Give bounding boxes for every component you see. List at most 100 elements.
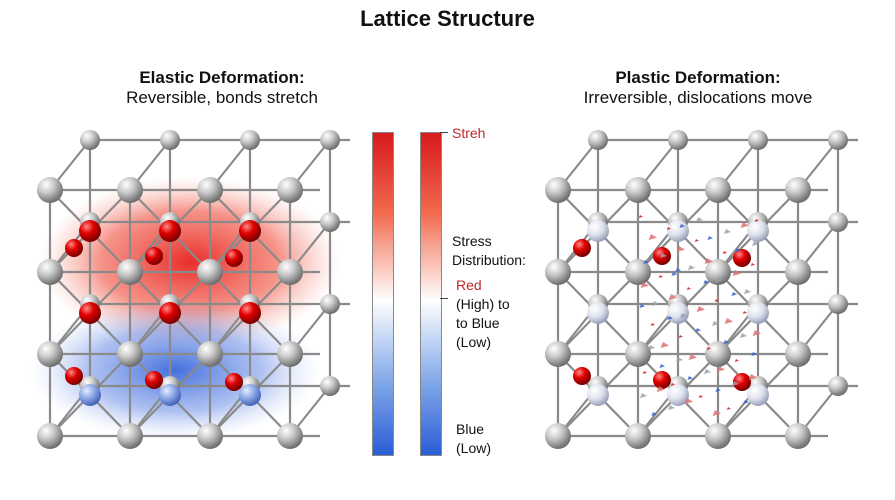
- atom: [587, 220, 609, 242]
- atom: [117, 259, 143, 285]
- atom: [587, 302, 609, 324]
- stress-color-scale: [420, 132, 442, 456]
- atom: [80, 130, 100, 150]
- fragment: [659, 364, 665, 368]
- fragment: [640, 282, 649, 288]
- atom: [828, 212, 848, 232]
- atom-red: [65, 367, 83, 385]
- fragment: [734, 359, 739, 362]
- atom-red: [733, 249, 751, 267]
- page-title: Lattice Structure: [360, 6, 535, 31]
- atom: [240, 130, 260, 150]
- atom: [197, 423, 223, 449]
- atom: [748, 130, 768, 150]
- fragment: [694, 239, 699, 242]
- fragment: [714, 299, 719, 302]
- fragment: [740, 222, 749, 228]
- fragment: [648, 345, 655, 350]
- atom: [277, 259, 303, 285]
- fragment: [648, 234, 657, 240]
- fragment: [638, 215, 643, 218]
- fragment: [707, 236, 713, 240]
- fragment: [670, 383, 675, 386]
- atom: [239, 384, 261, 406]
- fragment: [716, 366, 725, 372]
- fragment: [696, 217, 703, 222]
- atom: [79, 302, 101, 324]
- atom: [159, 302, 181, 324]
- fragment: [687, 376, 693, 380]
- fragment: [667, 316, 673, 320]
- atom: [785, 177, 811, 203]
- legend-top-label: Streh: [452, 125, 486, 141]
- atom: [705, 259, 731, 285]
- atom-red: [733, 373, 751, 391]
- atom: [320, 376, 340, 396]
- atom: [747, 302, 769, 324]
- legend-bottom-label: Blue (Low): [456, 421, 492, 456]
- atom: [667, 384, 689, 406]
- scale-tick-top: [440, 132, 448, 133]
- fragment: [676, 357, 683, 362]
- stress-color-bar: [372, 132, 394, 456]
- fragment: [703, 280, 709, 284]
- atom: [79, 220, 101, 242]
- atom: [587, 384, 609, 406]
- fragment: [752, 241, 759, 246]
- fragment: [750, 263, 755, 266]
- fragment: [678, 335, 683, 338]
- atom: [160, 130, 180, 150]
- atom: [159, 384, 181, 406]
- fragment: [660, 342, 669, 348]
- fragment: [731, 292, 737, 296]
- atom: [747, 384, 769, 406]
- fragment: [656, 386, 665, 392]
- atom: [37, 341, 63, 367]
- fragment: [695, 328, 701, 332]
- atom: [277, 423, 303, 449]
- atom: [277, 177, 303, 203]
- fragment: [726, 407, 731, 410]
- fragment: [666, 227, 671, 230]
- fragment: [754, 219, 759, 222]
- atom: [785, 423, 811, 449]
- fragment: [712, 410, 721, 416]
- fragment: [724, 229, 731, 234]
- fragment: [680, 313, 687, 318]
- fragment: [651, 412, 657, 416]
- atom: [197, 177, 223, 203]
- fragment: [643, 260, 649, 264]
- atom: [625, 177, 651, 203]
- plastic-panel-header: Plastic Deformation: Irreversible, dislo…: [538, 68, 858, 108]
- fragment: [752, 330, 761, 336]
- fragment: [715, 388, 721, 392]
- atom-red: [145, 247, 163, 265]
- fragment: [724, 318, 733, 324]
- atom: [747, 220, 769, 242]
- atom: [705, 177, 731, 203]
- fragment: [722, 251, 727, 254]
- atom: [545, 259, 571, 285]
- atom: [277, 341, 303, 367]
- fragment: [688, 354, 697, 360]
- atom: [239, 220, 261, 242]
- atom: [37, 423, 63, 449]
- legend-stress-label: Stress Distribution:: [452, 233, 526, 268]
- atom: [828, 294, 848, 314]
- atom: [667, 302, 689, 324]
- atom-red: [225, 249, 243, 267]
- atom: [117, 341, 143, 367]
- atom: [159, 220, 181, 242]
- atom: [588, 130, 608, 150]
- atom: [197, 341, 223, 367]
- plastic-subtitle: Irreversible, dislocations move: [583, 88, 813, 107]
- atom: [37, 177, 63, 203]
- fragment: [740, 333, 747, 338]
- fragment: [668, 294, 677, 300]
- fragment: [686, 287, 691, 290]
- atom: [239, 302, 261, 324]
- fragment: [742, 311, 747, 314]
- fragment: [684, 398, 693, 404]
- fragment: [751, 352, 757, 356]
